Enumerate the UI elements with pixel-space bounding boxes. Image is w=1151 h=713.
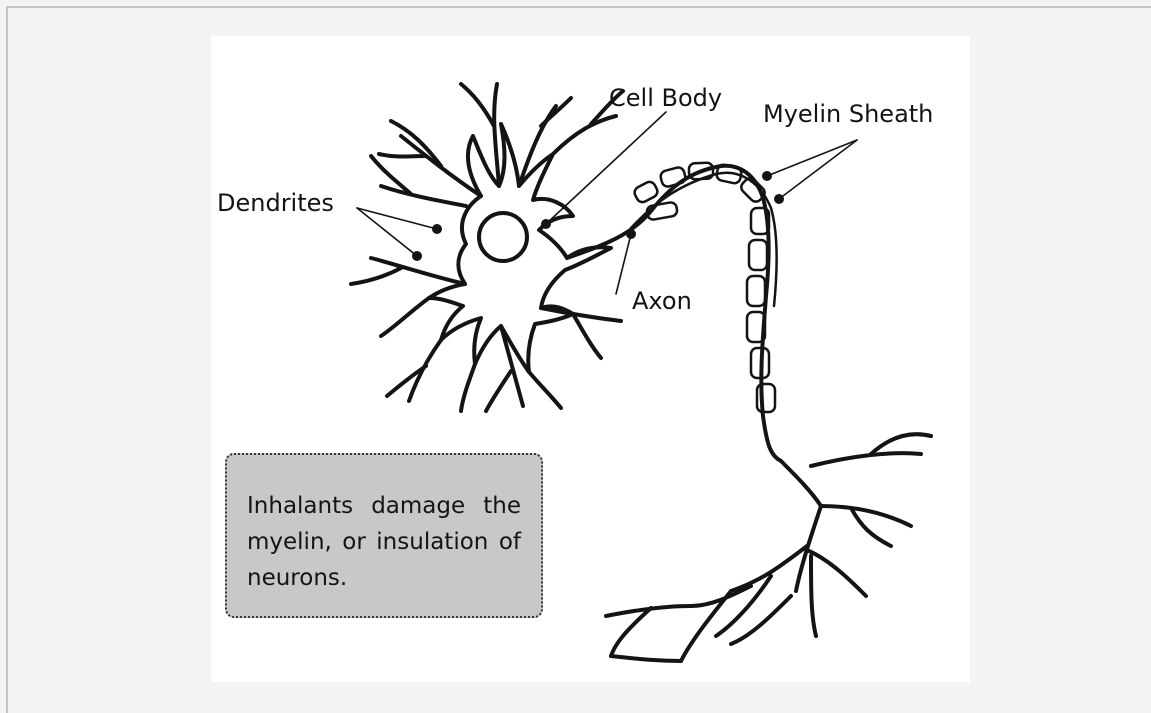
dendrite-branches — [351, 84, 623, 411]
label-cell-body: Cell Body — [609, 86, 722, 110]
axon-terminals — [606, 434, 931, 661]
inhalants-note-box: Inhalants damage the myelin, or insulati… — [225, 453, 543, 618]
label-axon: Axon — [632, 289, 692, 313]
label-myelin-sheath: Myelin Sheath — [763, 102, 933, 126]
nucleus-circle — [479, 213, 527, 261]
note-text: Inhalants damage the myelin, or insulati… — [247, 493, 521, 591]
label-dendrites: Dendrites — [217, 191, 334, 215]
page-frame: Cell Body Myelin Sheath Dendrites Axon I… — [6, 6, 1151, 713]
diagram-panel: Cell Body Myelin Sheath Dendrites Axon I… — [211, 36, 970, 682]
